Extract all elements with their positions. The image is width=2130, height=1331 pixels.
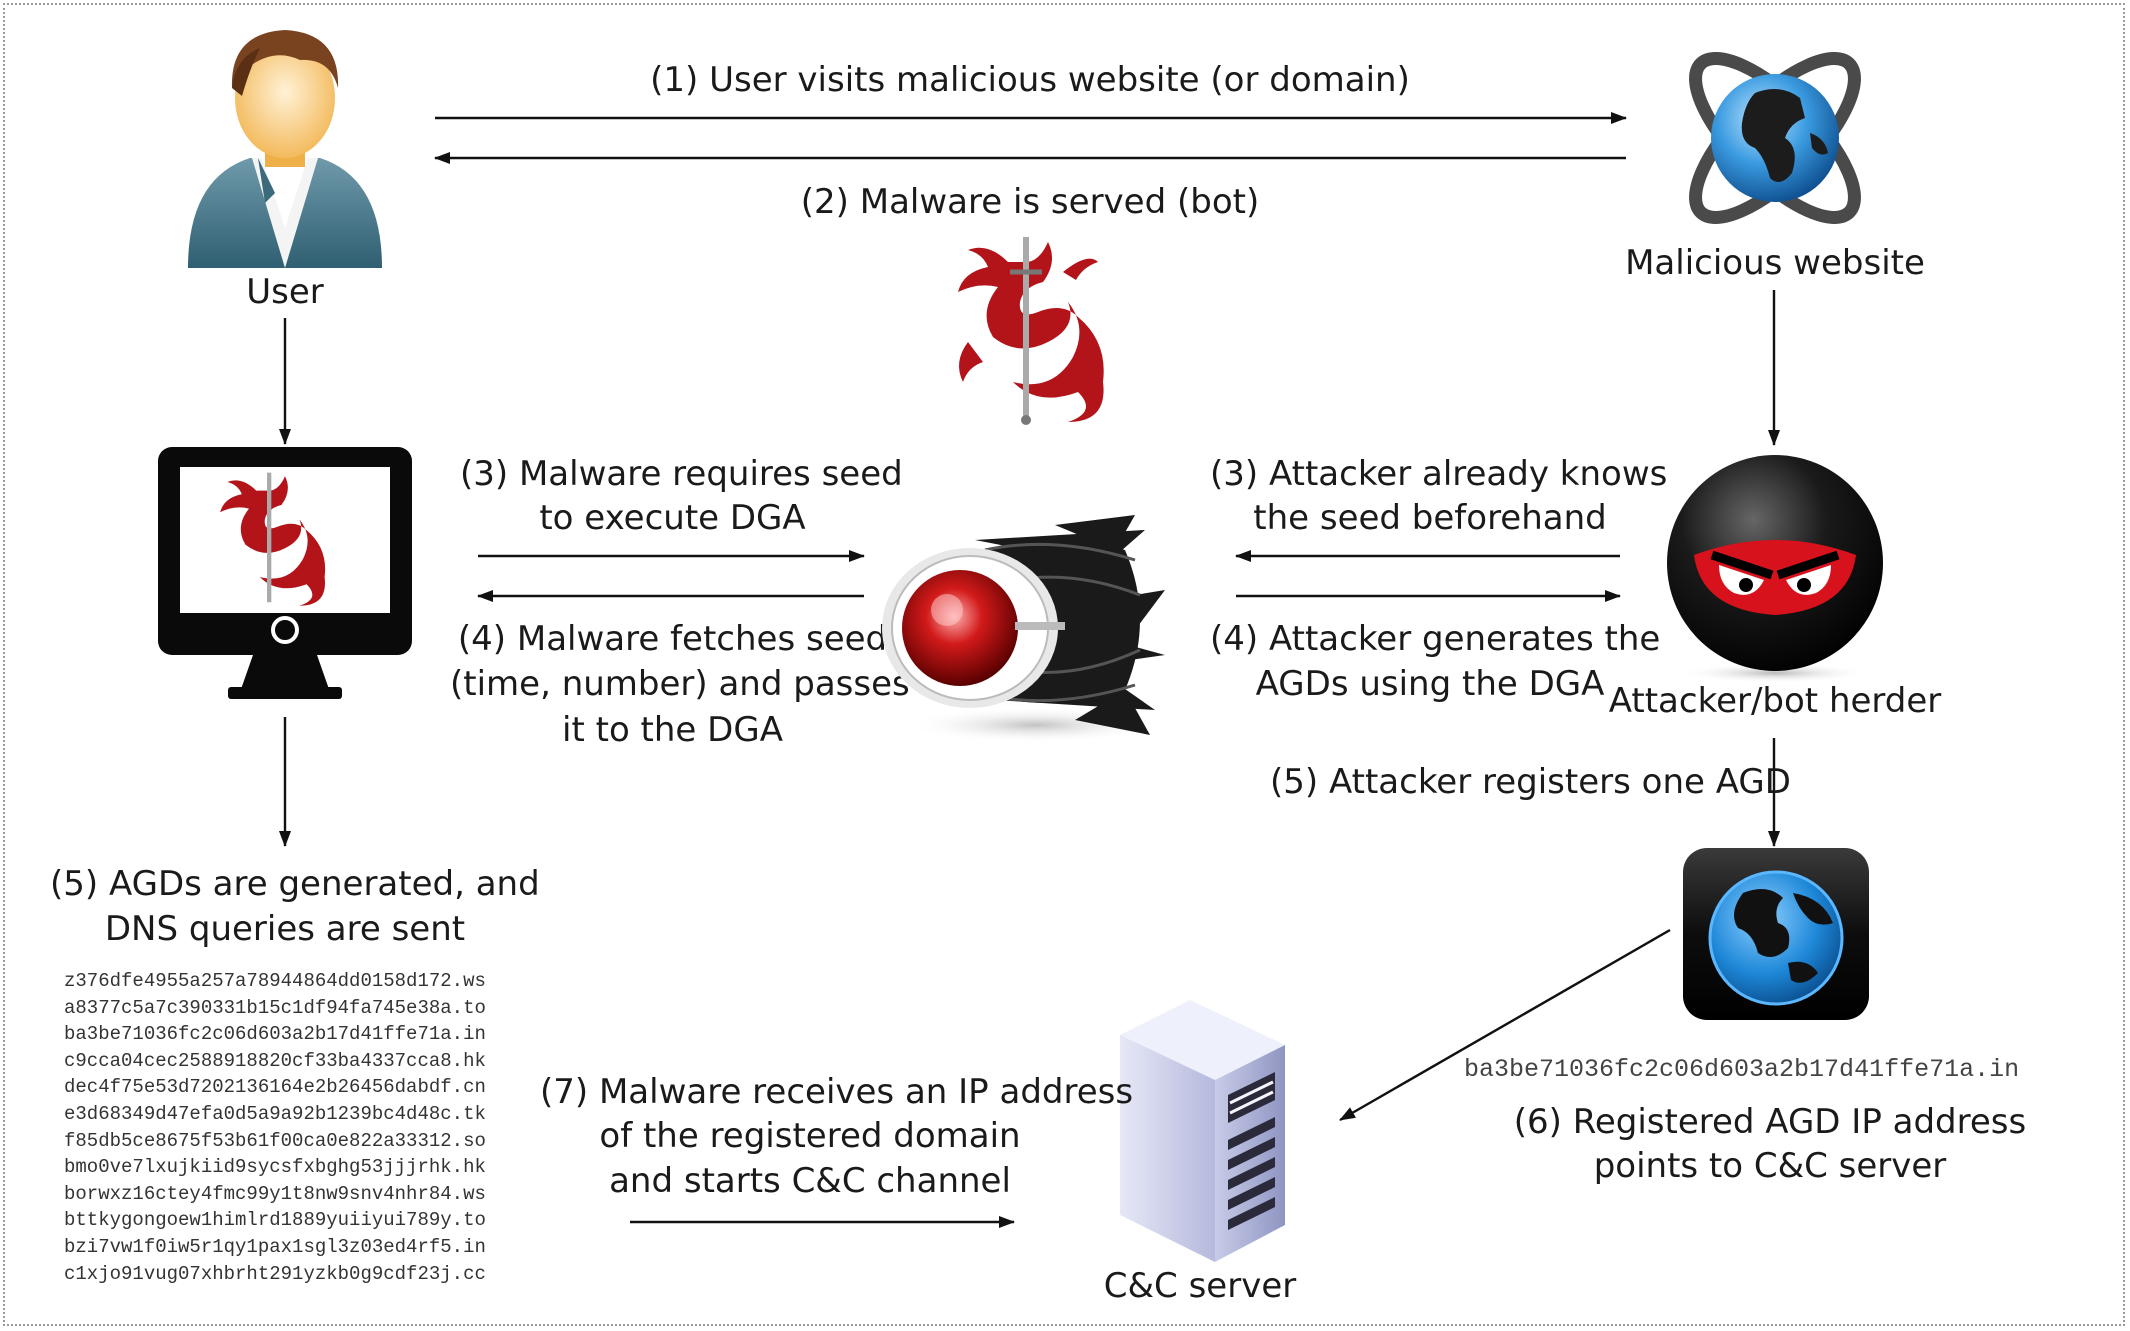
step5-left-line2: DNS queries are sent [104, 909, 466, 949]
step5-right-label: (5) Attacker registers one AGD [1270, 762, 1791, 802]
agd-item: borwxz16ctey4fmc99y1t8nw9snv4nhr84.ws [64, 1182, 486, 1205]
registered-agd-text: ba3be71036fc2c06d603a2b17d41ffe71a.in [1464, 1055, 2020, 1084]
attacker-label: Attacker/bot herder [1608, 681, 1942, 721]
step3-left-line1: (3) Malware requires seed [460, 454, 903, 494]
agd-item: c1xjo91vug07xhbrht291yzkb0g9cdf23j.cc [64, 1262, 486, 1285]
globe-orbit-icon [1689, 52, 1861, 224]
agd-item: z376dfe4955a257a78944864dd0158d172.ws [64, 970, 486, 992]
step3-right-line2: the seed beforehand [1253, 498, 1607, 538]
malicious-website-label: Malicious website [1625, 243, 1925, 283]
step3-left-line2: to execute DGA [539, 498, 806, 538]
agd-item: bzi7vw1f0iw5r1qy1pax1sgl3z03ed4rf5.in [64, 1235, 486, 1258]
globe-tile-icon [1683, 848, 1869, 1020]
agd-item: f85db5ce8675f53b61f00ca0e822a33312.so [64, 1129, 486, 1152]
agd-item: e3d68349d47efa0d5a9a92b1239bc4d48c.tk [64, 1102, 486, 1125]
step3-right-line1: (3) Attacker already knows [1210, 454, 1668, 494]
step4-left-line2: (time, number) and passes [450, 664, 910, 704]
step7-line3: and starts C&C channel [609, 1161, 1011, 1201]
step7-line1: (7) Malware receives an IP address [540, 1072, 1134, 1112]
step4-right-line2: AGDs using the DGA [1255, 664, 1605, 704]
step5-left-line1: (5) AGDs are generated, and [50, 864, 540, 904]
dragon-icon [958, 237, 1104, 425]
step7-line2: of the registered domain [599, 1116, 1021, 1156]
step4-right-line1: (4) Attacker generates the [1210, 619, 1661, 659]
user-icon [188, 30, 382, 268]
step4-left-line3: it to the DGA [562, 710, 783, 750]
monitor-icon [158, 447, 412, 699]
agd-item: bttkygongoew1himlrd1889yuiiyui789y.to [64, 1209, 486, 1232]
diagram-frame [3, 3, 2125, 1326]
step6-line1: (6) Registered AGD IP address [1513, 1102, 2027, 1142]
agd-item: ba3be71036fc2c06d603a2b17d41ffe71a.in [64, 1023, 486, 1046]
cc-server-label: C&C server [1103, 1266, 1297, 1306]
dga-engine-icon [882, 515, 1165, 743]
agd-item: dec4f75e53d7202136164e2b26456dabdf.cn [64, 1076, 486, 1099]
arrow-domain-to-server [1339, 928, 1671, 1122]
agd-list: z376dfe4955a257a78944864dd0158d172.ws a8… [64, 968, 486, 1287]
step1-label: (1) User visits malicious website (or do… [650, 60, 1410, 100]
agd-item: a8377c5a7c390331b15c1df94fa745e38a.to [64, 996, 486, 1019]
step2-label: (2) Malware is served (bot) [800, 182, 1260, 222]
user-label: User [246, 272, 324, 312]
agd-item: c9cca04cec2588918820cf33ba4337cca8.hk [64, 1049, 486, 1072]
step6-line2: points to C&C server [1593, 1146, 1947, 1186]
server-icon [1120, 1000, 1285, 1262]
step4-left-line1: (4) Malware fetches seed [457, 619, 888, 659]
ninja-icon [1667, 455, 1883, 683]
agd-item: bmo0ve7lxujkiid9sycsfxbghg53jjjrhk.hk [64, 1156, 486, 1179]
